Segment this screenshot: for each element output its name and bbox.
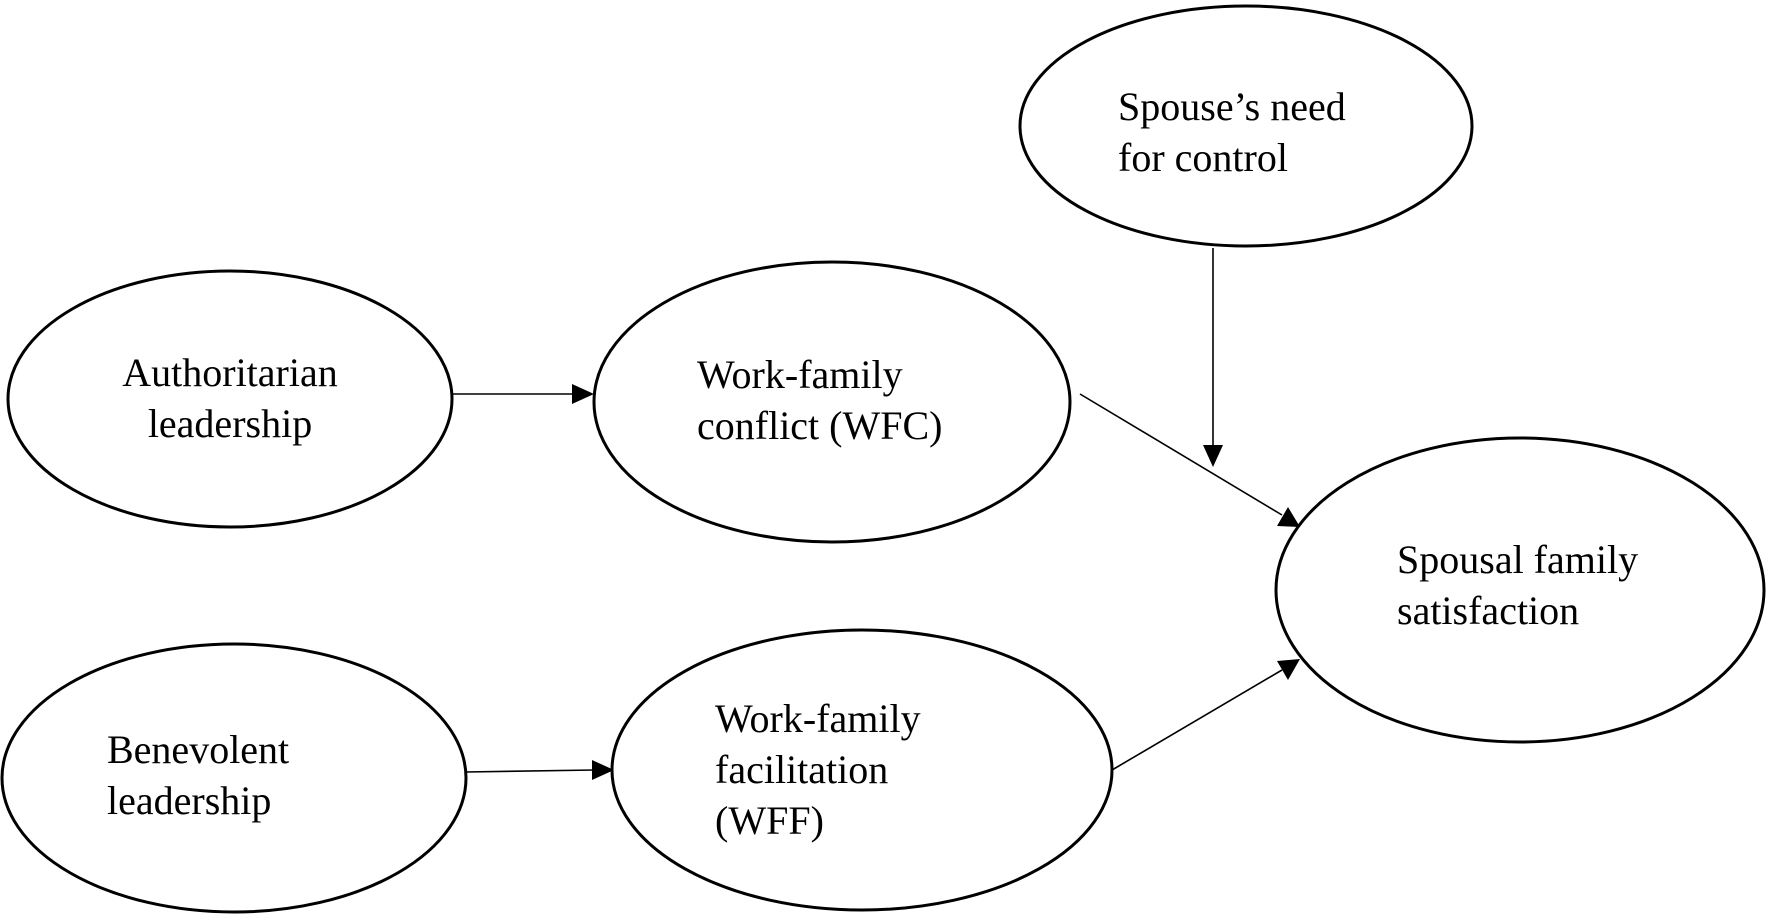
node-ellipse — [592, 260, 1072, 544]
node-ellipse — [1274, 436, 1766, 744]
node-ellipse — [610, 628, 1114, 912]
node-label-line: Authoritarian — [122, 350, 338, 395]
node-label-line: leadership — [107, 778, 271, 823]
edge-authoritarian-to-wfc — [452, 384, 594, 404]
node-label-line: for control — [1118, 135, 1288, 180]
node-label-line: satisfaction — [1397, 588, 1579, 633]
node-label-line: facilitation — [715, 747, 888, 792]
node-label-line: leadership — [148, 401, 312, 446]
node-authoritarian-leadership: Authoritarian leadership — [6, 269, 454, 529]
edge-benevolent-to-wff — [465, 760, 614, 780]
node-label-line: Spousal family — [1397, 537, 1638, 582]
node-label-line: conflict (WFC) — [697, 403, 943, 448]
node-ellipse — [1018, 4, 1474, 248]
node-label-line: (WFF) — [715, 798, 824, 843]
node-label-line: Benevolent — [107, 727, 289, 772]
node-label-line: Spouse’s need — [1118, 84, 1346, 129]
edge-wfc-to-satisfaction — [1079, 393, 1300, 527]
node-spousal-family-satisfaction: Spousal family satisfaction — [1274, 436, 1766, 744]
node-label-line: Work-family — [697, 352, 903, 397]
node-label-line: Work-family — [715, 696, 921, 741]
node-spouse-need-for-control: Spouse’s need for control — [1018, 4, 1474, 248]
edges — [452, 248, 1300, 780]
node-ellipse — [0, 642, 468, 914]
node-ellipse — [6, 269, 454, 529]
edge-wff-to-satisfaction — [1111, 659, 1300, 771]
node-benevolent-leadership: Benevolent leadership — [0, 642, 468, 914]
node-work-family-conflict: Work-family conflict (WFC) — [592, 260, 1072, 544]
edge-moderator-need-for-control — [1203, 248, 1223, 467]
node-work-family-facilitation: Work-family facilitation (WFF) — [610, 628, 1114, 912]
